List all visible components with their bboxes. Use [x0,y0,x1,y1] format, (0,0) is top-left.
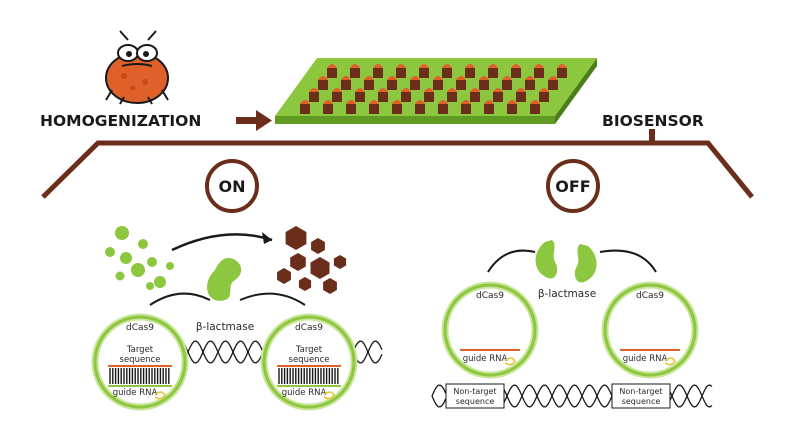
sensor-pillar [410,76,420,90]
sensor-pillar [309,88,319,102]
sensor-pillar [378,88,388,102]
sensor-pillar [493,88,503,102]
protein-label: dCas9 [126,323,154,333]
protein-label: dCas9 [636,291,664,301]
enzyme-split-icon [535,240,597,283]
product-hexagon [290,253,306,271]
sensor-pillar [396,64,406,78]
off-cell-right: dCas9 guide RNA [601,281,699,379]
on-label: ON [219,177,246,196]
on-state-badge: ON [205,159,259,213]
sensor-pillar [530,100,540,114]
biosensor-label: BIOSENSOR [602,112,704,130]
sensor-pillar [387,76,397,90]
arrow-right-icon [236,110,272,131]
sensor-pillar [479,76,489,90]
product-hexagon [323,278,337,294]
homogenization-label: HOMOGENIZATION [40,112,201,130]
product-hexagon [277,268,291,284]
sensor-pillar [332,88,342,102]
sensor-pillar [461,100,471,114]
product-hexagon [333,255,347,269]
off-cell-left: dCas9 guide RNA [441,281,539,379]
guide-label: guide RNA [463,354,508,364]
sensor-pillar [502,76,512,90]
protein-label: dCas9 [295,323,323,333]
product-hexagon [298,277,312,291]
sensor-pillar [447,88,457,102]
off-label: OFF [555,177,590,196]
sensor-pillar [534,64,544,78]
sensor-pillar [438,100,448,114]
sensor-pillar [424,88,434,102]
sensor-pillar [470,88,480,102]
sensor-pillar [548,76,558,90]
sensor-pillar [557,64,567,78]
off-state-badge: OFF [546,159,600,213]
sensor-pillar [488,64,498,78]
sensor-pillar [525,76,535,90]
sensor-pillar [350,64,360,78]
sensor-pillar [392,100,402,114]
sensor-pillar [511,64,521,78]
guide-label: guide RNA [623,354,668,364]
sensor-pillar [419,64,429,78]
sensor-pillar [373,64,383,78]
off-enzyme-label: β-lactmase [538,288,596,300]
enzyme-icon [207,258,242,301]
on-enzyme-label: β-lactmase [196,321,254,333]
sensor-pillar [442,64,452,78]
sensor-pillar [465,64,475,78]
product-hexagons [277,226,347,294]
sensor-pillar [300,100,310,114]
sensor-pillar [539,88,549,102]
sensor-pillar [346,100,356,114]
sensor-pillar [341,76,351,90]
sensor-pillar [323,100,333,114]
product-hexagon [310,257,330,279]
sensor-pillar [327,64,337,78]
split-line [41,140,754,199]
sensor-pillar [433,76,443,90]
product-hexagon [311,238,325,254]
sensor-pillar [484,100,494,114]
guide-label: guide RNA [113,388,158,398]
sensor-pillar [401,88,411,102]
sensor-pillar [364,76,374,90]
reaction-arrow [171,233,273,252]
sensor-connector [649,129,655,143]
sensor-pillar [355,88,365,102]
protein-label: dCas9 [476,291,504,301]
sensor-pillar [507,100,517,114]
sensor-pillar [516,88,526,102]
sensor-pillar [456,76,466,90]
mite-icon [105,30,169,105]
sensor-pillar [318,76,328,90]
guide-label: guide RNA [282,388,327,398]
sensor-pillar [369,100,379,114]
product-hexagon [285,226,307,250]
biosensor-chip [275,58,597,124]
substrate-dots [105,226,174,290]
sensor-pillar [415,100,425,114]
